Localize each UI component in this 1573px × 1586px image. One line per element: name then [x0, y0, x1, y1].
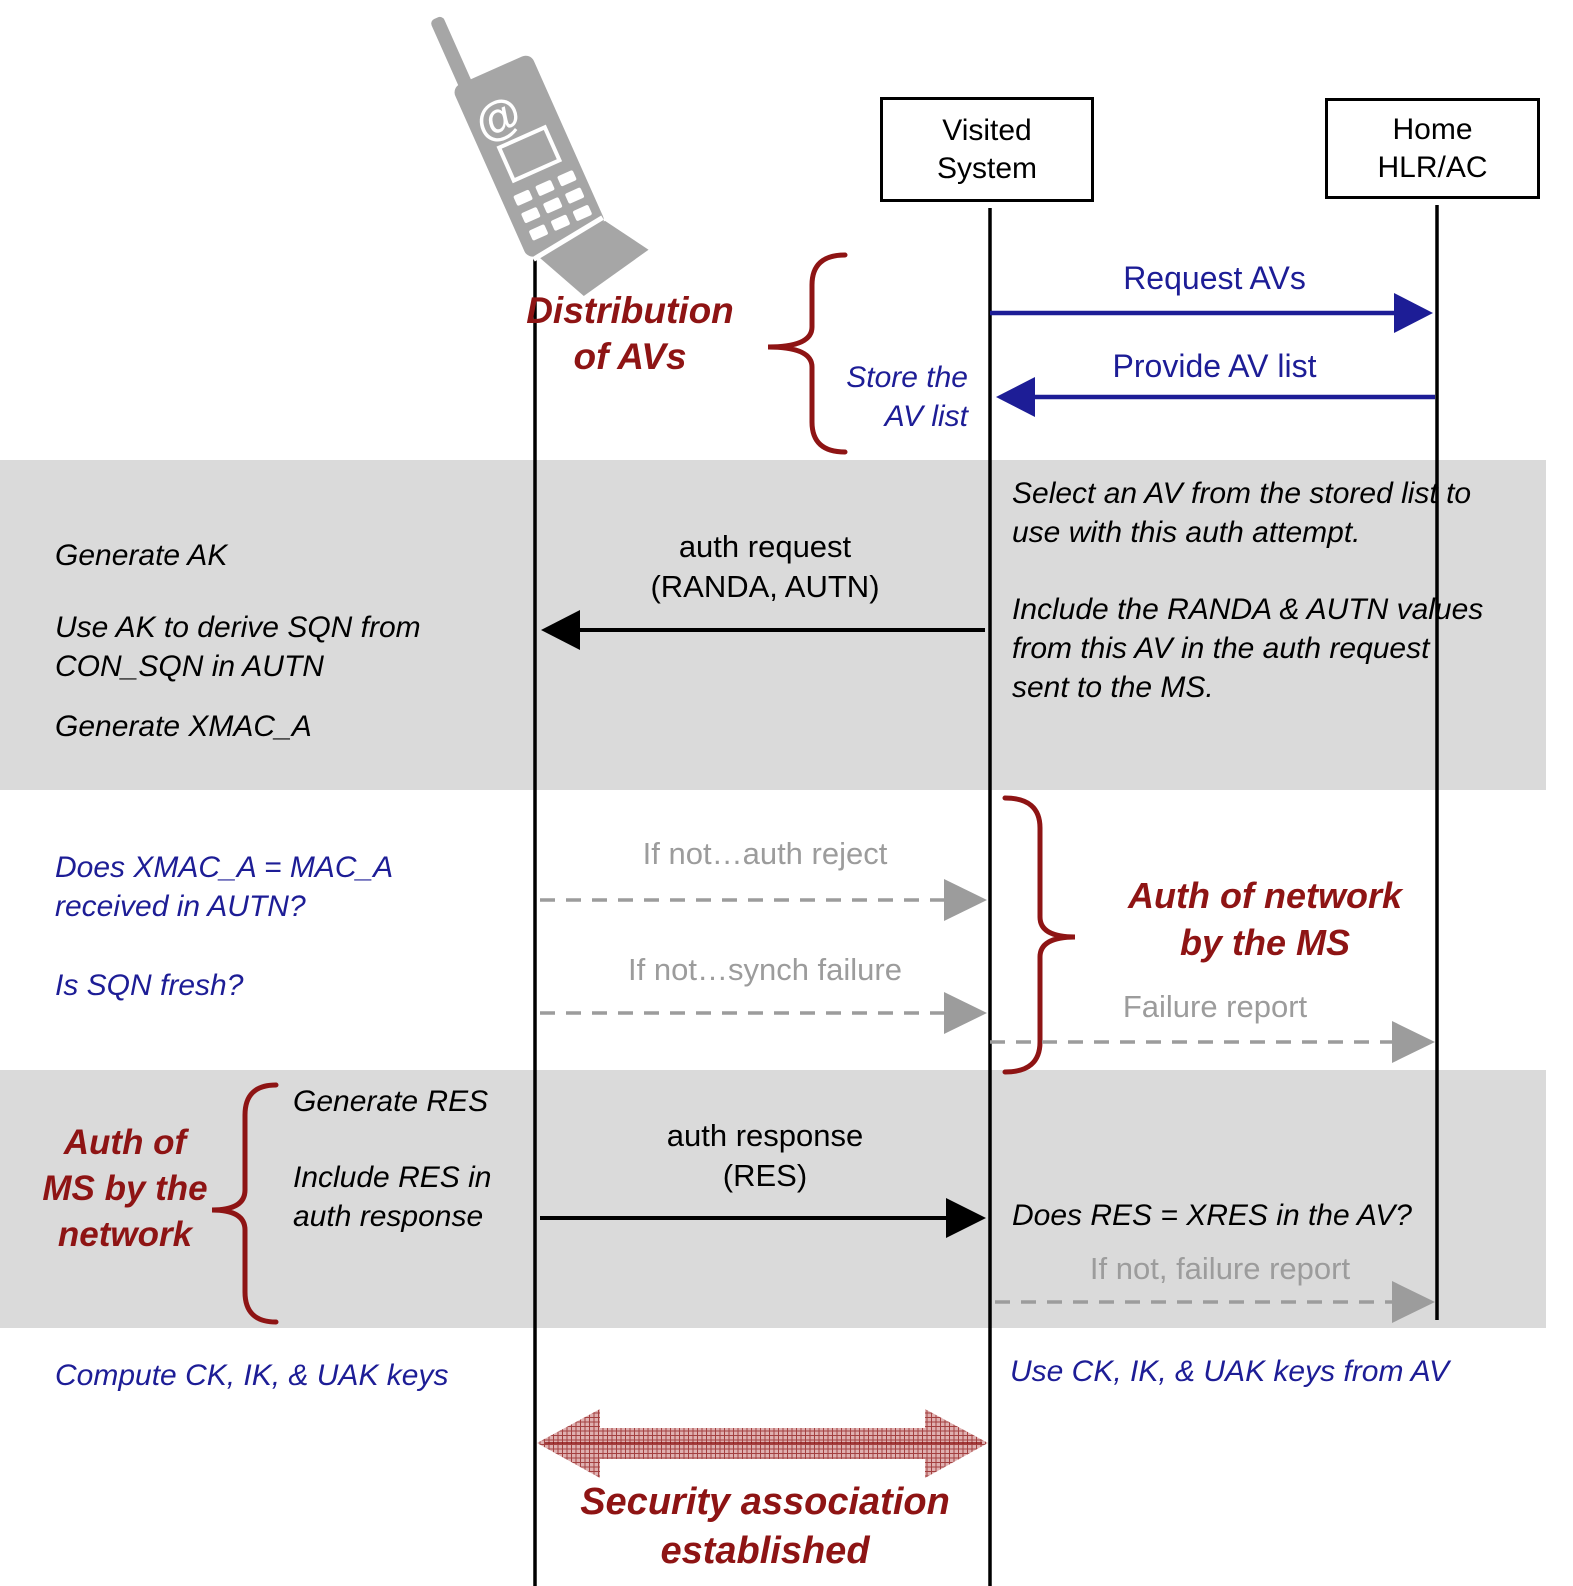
synch-failure-arrowhead — [944, 992, 987, 1034]
home-hlr-ac-box: Home HLR/AC — [1325, 98, 1540, 199]
phone-flap — [533, 220, 649, 297]
network-auth-title: Auth of network by the MS — [1128, 875, 1402, 963]
request-avs-label: Request AVs — [1123, 260, 1306, 296]
auth-response-arrowhead — [946, 1198, 986, 1238]
ms-auth-band — [0, 1070, 1546, 1328]
visited-system-box: Visited System — [880, 97, 1094, 202]
res-xres-question: Does RES = XRES in the AV? — [1012, 1199, 1412, 1232]
synch-failure-label: If not…synch failure — [628, 952, 902, 987]
ms-auth-title: Auth of MS by the network — [42, 1123, 208, 1254]
network-auth-brace — [1002, 795, 1076, 1075]
failure-report-arrowhead — [1392, 1021, 1435, 1063]
home-hlr-ac-label-line2: HLR/AC — [1377, 150, 1488, 184]
auth-response-label: auth response (RES) — [666, 1118, 864, 1193]
xmac-question: Does XMAC_A = MAC_A received in AUTN? — [55, 851, 393, 923]
compute-keys-note: Compute CK, IK, & UAK keys — [55, 1359, 449, 1392]
include-randa-note: Include the RANDA & AUTN values from thi… — [1012, 593, 1484, 704]
home-hlr-ac-label-line1: Home — [1392, 112, 1473, 146]
provide-av-list-label: Provide AV list — [1112, 348, 1317, 384]
security-association-arrow — [537, 1409, 988, 1478]
phone-body — [454, 55, 604, 257]
res-failure-report-arrowhead — [1392, 1281, 1435, 1323]
auth-reject-label: If not…auth reject — [642, 836, 888, 871]
generate-xmac-note: Generate XMAC_A — [55, 710, 312, 743]
store-av-list-note: Store the AV list — [846, 361, 968, 433]
generate-ak-note: Generate AK — [55, 539, 228, 572]
auth-request-band — [0, 460, 1546, 790]
auth-request-arrowhead — [541, 610, 580, 650]
request-avs-arrowhead — [1394, 293, 1433, 333]
failure-report-label: Failure report — [1122, 989, 1308, 1024]
phone-side-line — [469, 141, 489, 175]
include-res-note: Include RES in auth response — [293, 1161, 492, 1233]
select-av-note: Select an AV from the stored list to use… — [1012, 477, 1472, 549]
phone-keypad — [513, 170, 592, 241]
visited-system-label-line2: System — [936, 151, 1038, 185]
phone-antenna — [431, 16, 473, 91]
distribution-brace — [767, 252, 848, 455]
res-failure-report-label: If not, failure report — [1089, 1251, 1351, 1286]
phone-screen — [496, 124, 563, 184]
auth-request-label: auth request (RANDA, AUTN) — [650, 529, 880, 604]
generate-res-note: Generate RES — [293, 1085, 489, 1118]
visited-system-label-line1: Visited — [942, 113, 1032, 147]
phone-bottom-stripe — [532, 215, 604, 262]
provide-av-list-arrowhead — [996, 377, 1035, 417]
distribution-title: Distribution of AVs — [526, 290, 734, 377]
use-keys-note: Use CK, IK, & UAK keys from AV — [1010, 1355, 1450, 1388]
derive-sqn-note: Use AK to derive SQN from CON_SQN in AUT… — [55, 611, 421, 683]
sqn-question: Is SQN fresh? — [55, 969, 244, 1002]
mobile-phone-icon: @ — [431, 16, 649, 297]
ms-auth-brace — [211, 1082, 279, 1325]
security-association-caption: Security association established — [580, 1481, 950, 1572]
auth-reject-arrowhead — [944, 879, 987, 921]
